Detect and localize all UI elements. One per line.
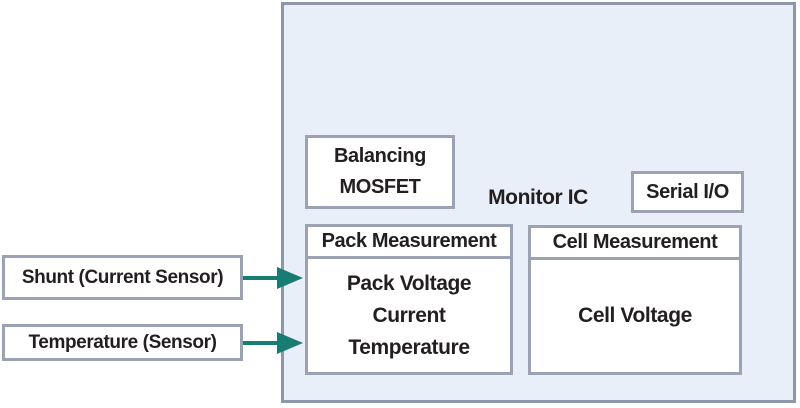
shunt-current-sensor-label: Shunt (Current Sensor) xyxy=(21,266,224,288)
pack-measurement-item-temperature: Temperature xyxy=(348,335,470,359)
balancing-mosfet-line1: Balancing xyxy=(334,145,426,167)
shunt-to-pack-arrow-head-icon xyxy=(277,267,303,289)
temperature-sensor-block: Temperature (Sensor) xyxy=(2,324,243,361)
cell-measurement-header: Cell Measurement xyxy=(531,228,739,260)
shunt-to-pack-arrow-shaft xyxy=(243,276,279,280)
balancing-mosfet-line2: MOSFET xyxy=(339,176,421,198)
pack-measurement-header: Pack Measurement xyxy=(308,227,510,259)
temperature-to-pack-arrow-shaft xyxy=(243,341,279,345)
shunt-current-sensor-block: Shunt (Current Sensor) xyxy=(2,255,243,300)
monitor-ic-label: Monitor IC xyxy=(488,186,588,209)
serial-io-label: Serial I/O xyxy=(646,180,729,203)
temperature-sensor-label: Temperature (Sensor) xyxy=(28,331,217,353)
serial-io-block: Serial I/O xyxy=(631,171,744,213)
pack-measurement-item-voltage: Pack Voltage xyxy=(346,271,472,295)
pack-measurement-item-current: Current xyxy=(372,303,446,327)
pack-measurement-block: Pack Measurement Pack Voltage Current Te… xyxy=(305,224,513,375)
cell-measurement-block: Cell Measurement Cell Voltage xyxy=(528,225,742,375)
cell-measurement-item-voltage: Cell Voltage xyxy=(578,304,692,327)
cell-measurement-body: Cell Voltage xyxy=(531,260,739,372)
pack-measurement-body: Pack Voltage Current Temperature xyxy=(308,259,510,372)
temperature-to-pack-arrow-head-icon xyxy=(277,332,303,354)
balancing-mosfet-block: Balancing MOSFET xyxy=(305,135,455,209)
